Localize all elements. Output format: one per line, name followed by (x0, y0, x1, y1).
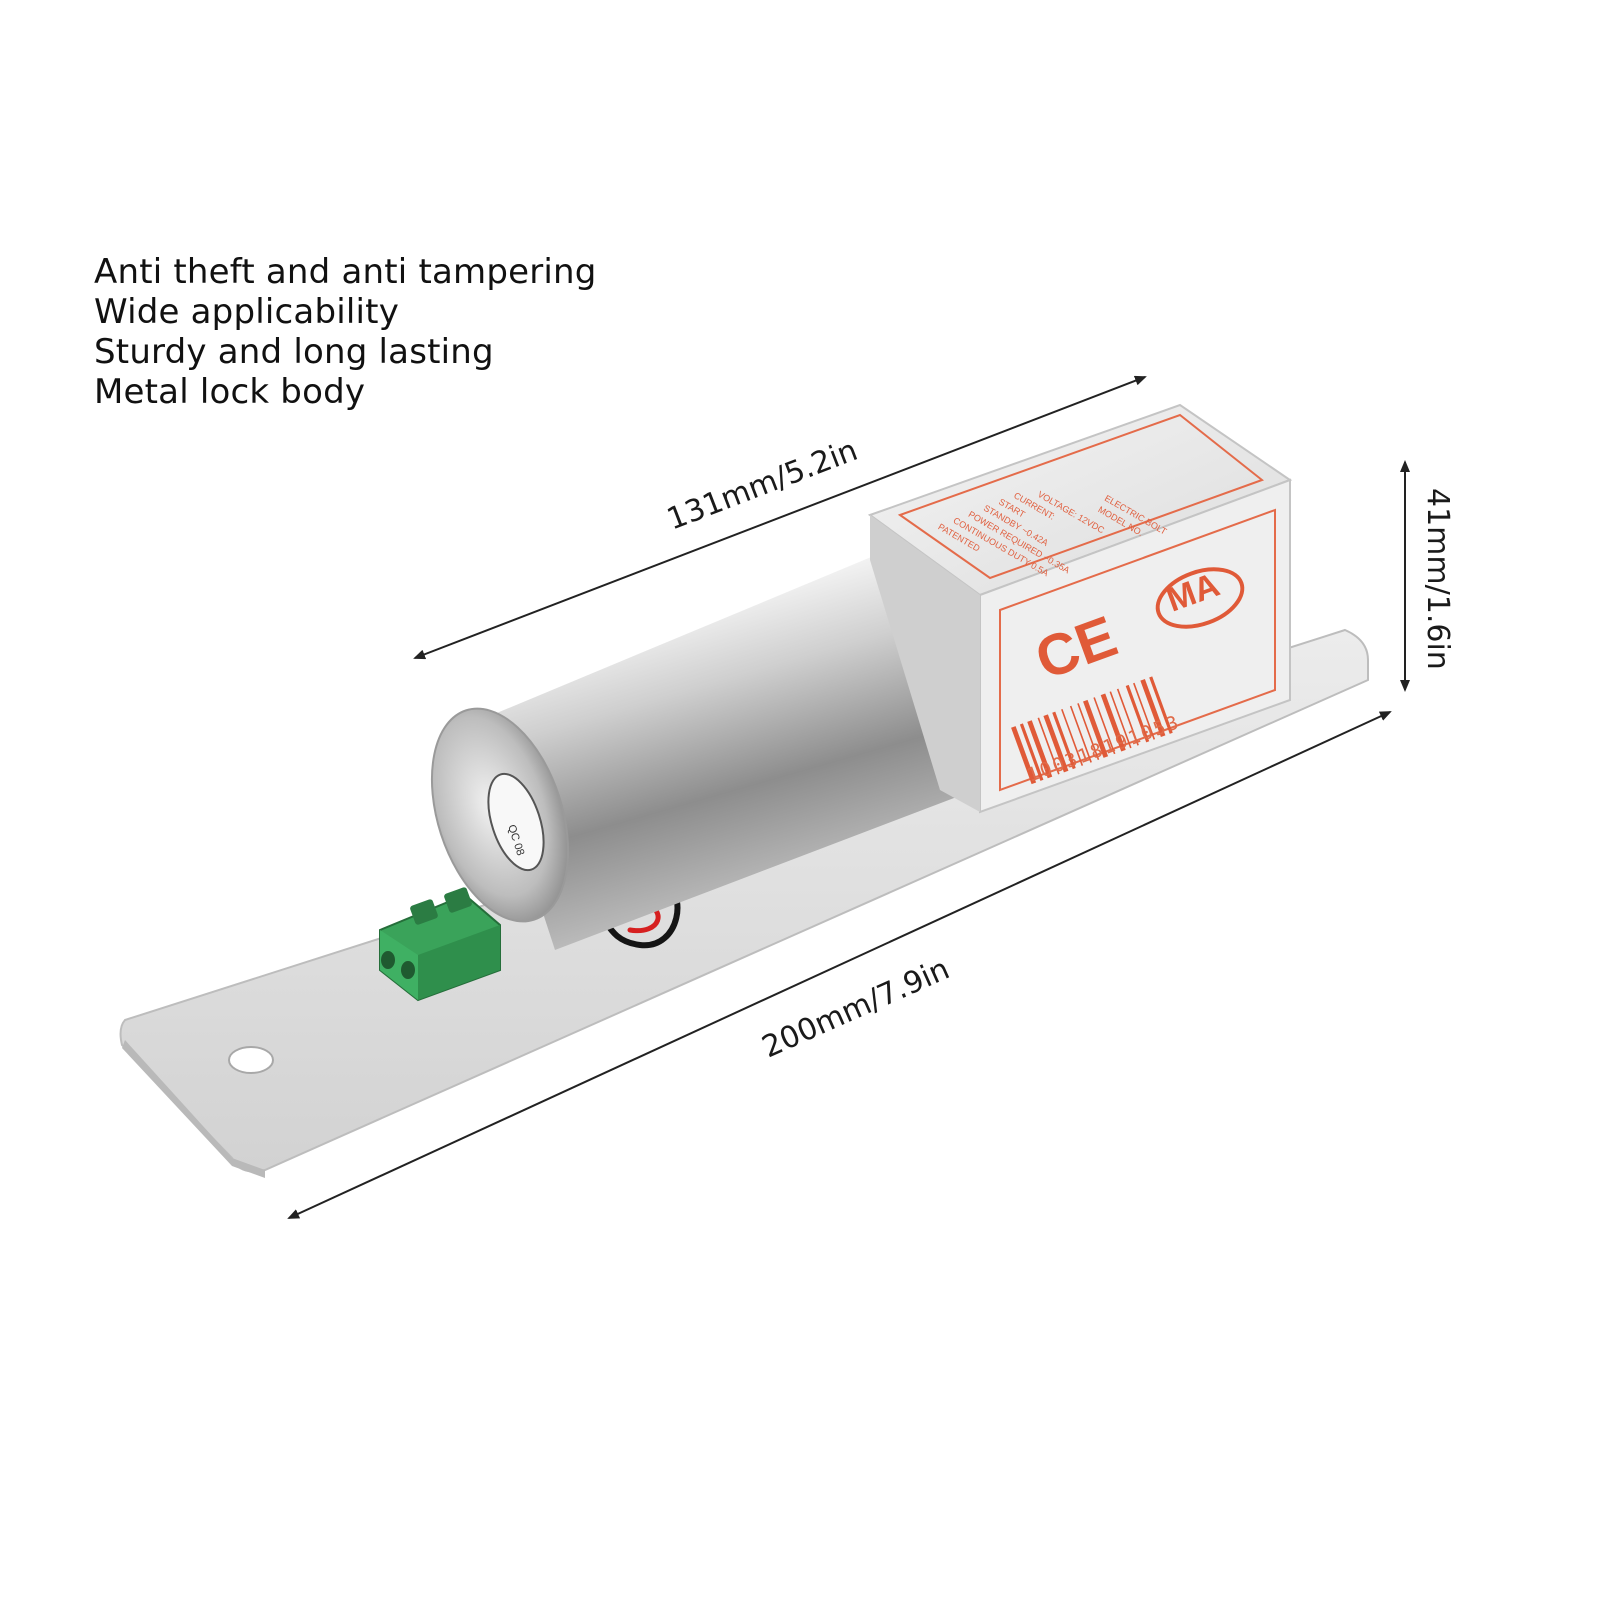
screw-socket-2 (401, 961, 415, 979)
feature-applicability: Wide applicability (94, 292, 400, 332)
dimension-height: 41mm/1.6in (1420, 488, 1455, 670)
dimension-body-length: 131mm/5.2in (662, 433, 862, 538)
feature-list: Anti theft and anti tampering Wide appli… (94, 252, 597, 412)
cma-mark-ring (1155, 567, 1245, 629)
dimension-plate-length: 200mm/7.9in (757, 952, 955, 1066)
dimension-arrow-plate (287, 711, 1392, 1219)
feature-metal-body: Metal lock body (94, 372, 366, 412)
dimension-arrow-body (413, 375, 1147, 660)
feature-anti-theft: Anti theft and anti tampering (94, 252, 597, 292)
mounting-hole (228, 1046, 274, 1074)
lock-housing: ELECTRIC BOLT MODEL NO. VOLTAGE: 12VDC C… (867, 403, 1293, 814)
screw-socket-1 (381, 951, 395, 969)
feature-sturdy: Sturdy and long lasting (94, 332, 494, 372)
